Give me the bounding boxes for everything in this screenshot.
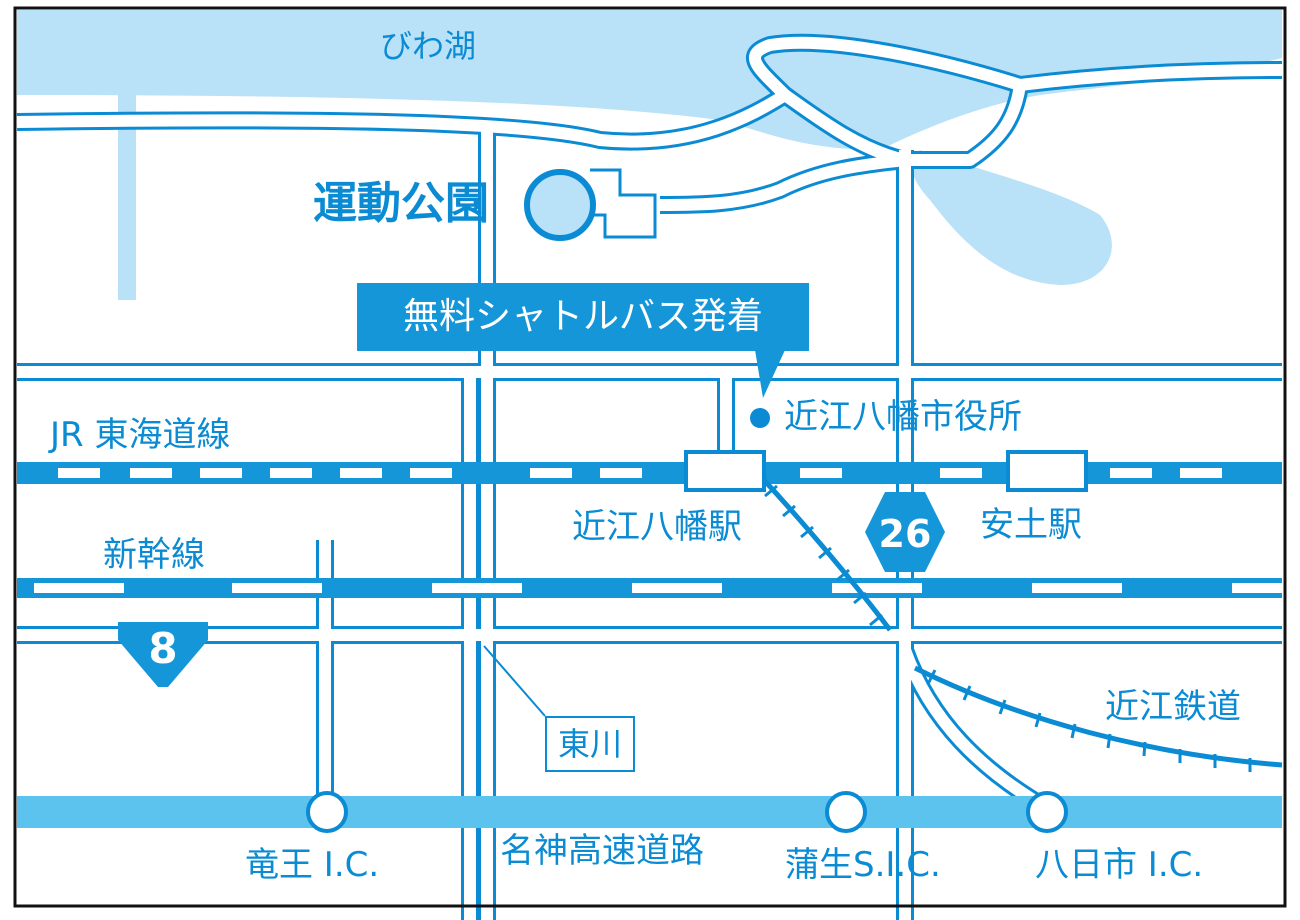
park-label: 運動公園 [313, 178, 489, 229]
lake-biwa [17, 10, 1282, 300]
gamo-sic-label: 蒲生S.I.C. [785, 845, 941, 885]
lake-label: びわ湖 [380, 27, 477, 65]
ryuo-ic-marker [306, 791, 348, 833]
ryuo-ic-label: 竜王 I.C. [245, 845, 380, 885]
jr-tokaido-line [17, 450, 1282, 492]
ohmi-railway-line [762, 478, 1283, 772]
route-8-number: 8 [148, 624, 178, 673]
river-label: 東川 [545, 716, 635, 772]
shuttle-bus-callout: 無料シャトルバス発着 [357, 283, 809, 351]
meishin-expressway [17, 796, 1282, 828]
yokaichi-ic-label: 八日市 I.C. [1035, 845, 1204, 885]
route-26-shield [865, 492, 945, 572]
city-hall-marker [750, 408, 770, 428]
omihachiman-station-label: 近江八幡駅 [572, 507, 742, 547]
omihachiman-station-marker [684, 450, 766, 492]
route-26-number: 26 [878, 512, 932, 556]
gamo-sic-marker [825, 791, 867, 833]
city-hall-label: 近江八幡市役所 [784, 397, 1022, 437]
yokaichi-ic-marker [1026, 791, 1068, 833]
interchange-markers [306, 791, 1068, 833]
shinkansen-label: 新幹線 [103, 535, 205, 575]
shinkansen-line [17, 578, 1282, 598]
route-8-shield [118, 622, 208, 687]
park-marker [524, 169, 596, 241]
ohmi-railway-label: 近江鉄道 [1105, 687, 1241, 727]
expressway-label: 名神高速道路 [500, 831, 704, 871]
azuchi-station-label: 安土駅 [980, 505, 1082, 545]
azuchi-station-marker [1006, 450, 1088, 492]
jr-line-label: JR 東海道線 [50, 415, 231, 455]
